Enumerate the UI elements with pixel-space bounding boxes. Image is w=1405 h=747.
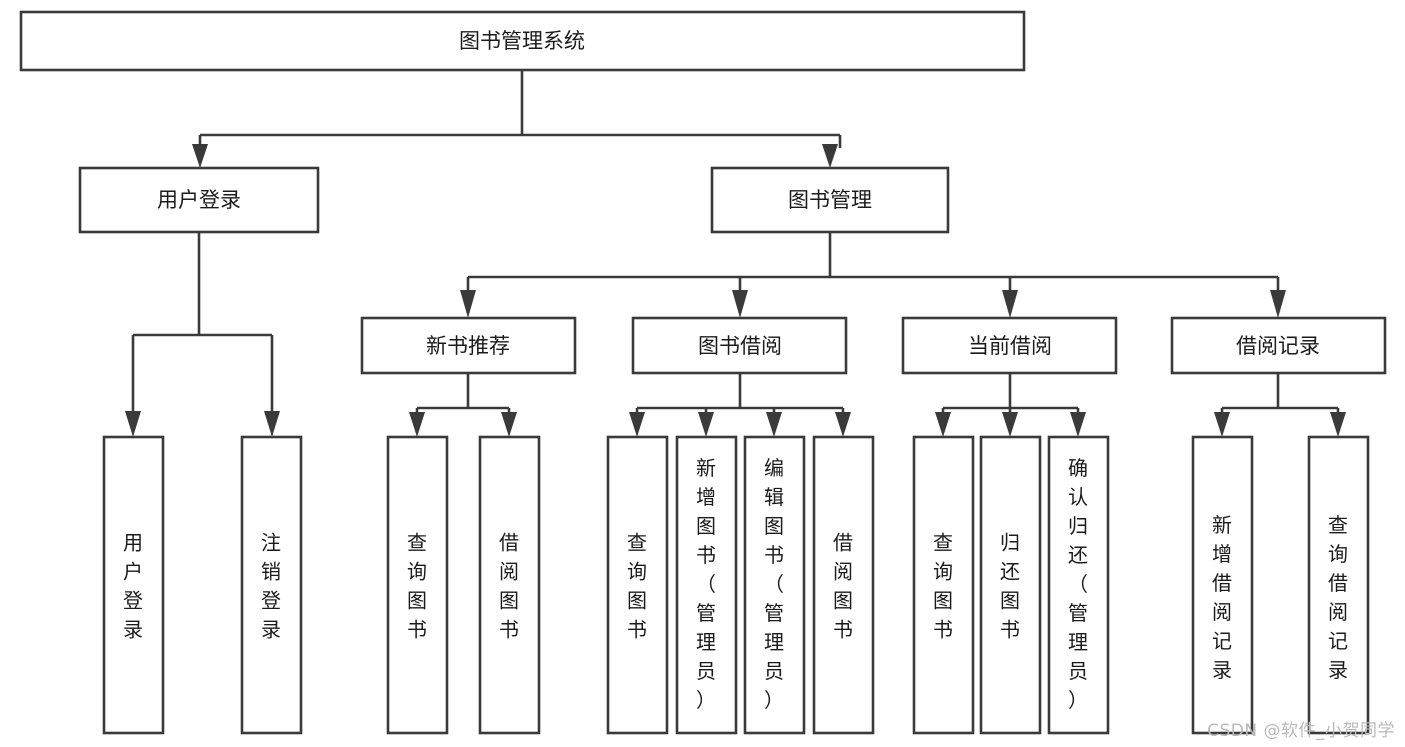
node-leaf-query-book-1-box[interactable] — [386, 435, 449, 735]
node-leaf-confirm-return-box[interactable] — [1047, 435, 1110, 735]
node-leaf-add-record-box[interactable] — [1191, 435, 1254, 735]
node-leaf-query-book-2-label: 查询图书 — [627, 531, 647, 642]
node-leaf-query-record-label: 查询借阅记录 — [1328, 513, 1348, 682]
node-leaf-borrow-book-2-box[interactable] — [812, 435, 875, 735]
node-leaf-borrow-book-1[interactable]: 借阅图书 — [478, 435, 541, 735]
node-leaf-add-record[interactable]: 新增借阅记录 — [1191, 435, 1254, 735]
node-leaf-user-login-label: 用户登录 — [123, 531, 143, 642]
arrow-to-leaf-query-book-3 — [935, 412, 951, 437]
node-leaf-confirm-return-label: 确认归还（管理员） — [1068, 456, 1088, 712]
node-leaf-borrow-book-2-label: 借阅图书 — [833, 531, 853, 642]
node-current-borrow-label: 当前借阅 — [968, 334, 1052, 358]
node-leaf-query-book-3[interactable]: 查询图书 — [912, 435, 975, 735]
arrow-to-leaf-logout-login — [264, 411, 280, 437]
arrow-to-leaf-user-login — [125, 411, 141, 437]
node-leaf-borrow-book-1-label: 借阅图书 — [499, 531, 519, 642]
arrow-to-book-borrow — [732, 290, 748, 318]
arrow-to-leaf-edit-book — [766, 412, 782, 437]
node-leaf-return-book-label: 归还图书 — [1000, 531, 1020, 642]
arrow-to-leaf-borrow-book-2 — [835, 412, 851, 437]
node-leaf-edit-book-box[interactable] — [743, 435, 806, 735]
arrow-to-borrow-record — [1270, 290, 1286, 318]
node-leaf-query-book-2[interactable]: 查询图书 — [606, 435, 669, 735]
leaf-layer: 用户登录 注销登录 查询图书 借阅图书 查询图书 新增图书（管理员） — [102, 435, 1370, 735]
node-borrow-record-box[interactable] — [1170, 316, 1387, 375]
arrow-to-new-book-recommend — [460, 290, 476, 318]
node-leaf-logout-login-label: 注销登录 — [261, 531, 281, 642]
node-borrow-record[interactable]: 借阅记录 — [1170, 316, 1387, 375]
node-new-book-recommend-label: 新书推荐 — [426, 334, 510, 358]
connector-borrow-record-fanout — [1220, 373, 1340, 416]
node-leaf-add-book-box[interactable] — [675, 435, 738, 735]
node-leaf-add-book-label: 新增图书（管理员） — [696, 456, 716, 712]
node-new-book-recommend[interactable]: 新书推荐 — [360, 316, 577, 375]
node-leaf-user-login-box[interactable] — [102, 435, 165, 735]
arrow-to-leaf-add-book — [698, 412, 714, 437]
arrow-to-leaf-query-book-2 — [629, 412, 645, 437]
node-leaf-add-record-label: 新增借阅记录 — [1212, 513, 1232, 682]
node-user-login-label: 用户登录 — [157, 188, 241, 212]
node-leaf-query-book-3-box[interactable] — [912, 435, 975, 735]
node-root[interactable]: 图书管理系统 — [19, 10, 1026, 72]
node-root-label: 图书管理系统 — [459, 29, 585, 53]
node-borrow-record-label: 借阅记录 — [1236, 334, 1320, 358]
connector-user-login-fanout — [131, 232, 274, 415]
node-book-borrow[interactable]: 图书借阅 — [631, 316, 848, 375]
node-user-login-box[interactable] — [78, 166, 320, 234]
node-leaf-confirm-return[interactable]: 确认归还（管理员） — [1047, 435, 1110, 735]
arrow-to-current-borrow — [1002, 290, 1018, 318]
arrow-to-leaf-confirm-return — [1070, 412, 1086, 437]
node-book-borrow-box[interactable] — [631, 316, 848, 375]
node-leaf-query-record[interactable]: 查询借阅记录 — [1307, 435, 1370, 735]
node-book-management-box[interactable] — [710, 166, 950, 234]
node-leaf-return-book-box[interactable] — [979, 435, 1042, 735]
node-leaf-borrow-book-2[interactable]: 借阅图书 — [812, 435, 875, 735]
node-leaf-query-book-2-box[interactable] — [606, 435, 669, 735]
arrow-to-leaf-add-record — [1214, 412, 1230, 437]
node-leaf-query-book-3-label: 查询图书 — [933, 531, 953, 642]
node-book-management[interactable]: 图书管理 — [710, 166, 950, 234]
node-leaf-logout-login[interactable]: 注销登录 — [240, 435, 303, 735]
connector-root-trunk — [198, 70, 842, 148]
node-leaf-query-record-box[interactable] — [1307, 435, 1370, 735]
node-current-borrow-box[interactable] — [901, 316, 1118, 375]
node-leaf-return-book[interactable]: 归还图书 — [979, 435, 1042, 735]
node-leaf-user-login[interactable]: 用户登录 — [102, 435, 165, 735]
node-leaf-borrow-book-1-box[interactable] — [478, 435, 541, 735]
connector-book-borrow-fanout — [635, 373, 845, 416]
node-leaf-query-book-1[interactable]: 查询图书 — [386, 435, 449, 735]
node-leaf-edit-book[interactable]: 编辑图书（管理员） — [743, 435, 806, 735]
arrow-to-user-login — [192, 144, 208, 168]
node-book-borrow-label: 图书借阅 — [698, 334, 782, 358]
node-new-book-recommend-box[interactable] — [360, 316, 577, 375]
arrow-to-leaf-return-book — [1002, 412, 1018, 437]
node-leaf-logout-login-box[interactable] — [240, 435, 303, 735]
node-leaf-add-book[interactable]: 新增图书（管理员） — [675, 435, 738, 735]
connector-current-borrow-fanout — [941, 373, 1080, 416]
node-leaf-edit-book-label: 编辑图书（管理员） — [764, 456, 784, 712]
node-current-borrow[interactable]: 当前借阅 — [901, 316, 1118, 375]
connector-new-book-recommend-fanout — [415, 373, 511, 416]
node-root-box[interactable] — [19, 10, 1026, 72]
node-leaf-query-book-1-label: 查询图书 — [407, 531, 427, 642]
node-book-management-label: 图书管理 — [788, 188, 872, 212]
connector-book-management-fanout — [466, 232, 1280, 290]
node-user-login[interactable]: 用户登录 — [78, 166, 320, 234]
arrow-to-book-management — [822, 144, 838, 168]
arrow-to-leaf-query-record — [1330, 412, 1346, 437]
arrow-to-leaf-query-book-1 — [409, 412, 425, 437]
connector-layer — [125, 70, 1346, 437]
arrow-to-leaf-borrow-book-1 — [501, 412, 517, 437]
